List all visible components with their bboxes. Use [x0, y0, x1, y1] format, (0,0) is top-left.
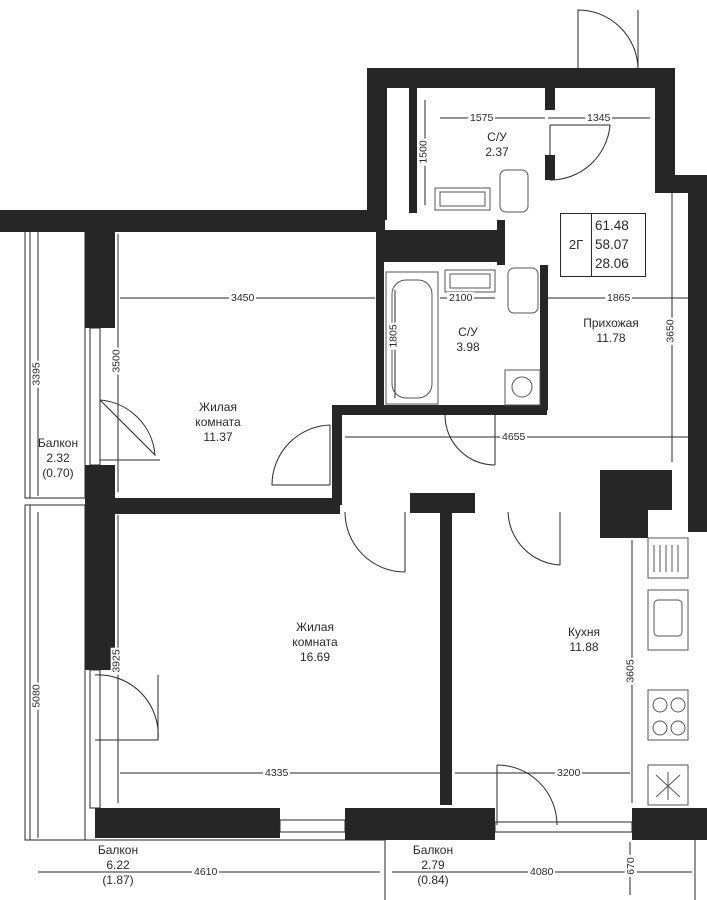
- dim-1805: 1805: [387, 322, 400, 350]
- dim-4655: 4655: [500, 431, 528, 443]
- dim-4335: 4335: [263, 767, 291, 779]
- dim-3605: 3605: [624, 657, 637, 685]
- room-name: С/У: [487, 130, 507, 144]
- room-name-line2: комната: [195, 415, 241, 429]
- balcony-1: Балкон 2.32 (0.70): [38, 436, 78, 481]
- dim-3200: 3200: [555, 767, 583, 779]
- room-name: Прихожая: [583, 316, 639, 330]
- room-area: 11.88: [569, 640, 599, 654]
- dim-4610: 4610: [192, 866, 220, 878]
- dim-2100: 2100: [447, 292, 475, 304]
- room-name: Балкон: [97, 843, 139, 857]
- room-reduced-area: (0.84): [417, 873, 449, 887]
- room-reduced-area: (0.70): [42, 466, 74, 480]
- total-area: 61.48: [595, 218, 629, 233]
- room-name: Балкон: [412, 843, 454, 857]
- dim-4080: 4080: [528, 866, 556, 878]
- room-area: 11.37: [203, 430, 233, 444]
- walls: [0, 68, 707, 840]
- room-bath-small: С/У 2.37: [485, 130, 508, 160]
- room-area: 2.32: [46, 451, 70, 465]
- room-name-line2: комната: [292, 635, 338, 649]
- room-name: Балкон: [37, 436, 79, 450]
- balcony-3: Балкон 2.79 (0.84): [413, 843, 453, 888]
- room-kitchen: Кухня 11.88: [568, 625, 600, 655]
- room-hall: Прихожая 11.78: [583, 316, 639, 346]
- living-area-total: 58.07: [595, 237, 629, 252]
- room-name-line1: Жилая: [199, 400, 237, 414]
- apartment-type: 2Г: [561, 214, 592, 276]
- room-area: 6.22: [106, 858, 130, 872]
- fixtures: [385, 169, 689, 806]
- dim-670: 670: [624, 855, 637, 877]
- dim-3450: 3450: [229, 292, 257, 304]
- windows: [89, 327, 633, 833]
- living-area: 28.06: [595, 256, 629, 271]
- balcony-2: Балкон 6.22 (1.87): [98, 843, 138, 888]
- room-area: 11.78: [596, 331, 626, 345]
- room-name: С/У: [458, 325, 478, 339]
- dim-1865: 1865: [605, 292, 633, 304]
- room-area: 2.79: [421, 858, 445, 872]
- dim-3500: 3500: [110, 347, 123, 375]
- dim-3395: 3395: [30, 360, 43, 388]
- room-name: Кухня: [567, 625, 601, 639]
- dim-3650: 3650: [664, 317, 677, 345]
- area-summary-box: 2Г 61.48 58.07 28.06: [560, 213, 646, 277]
- dim-5080: 5080: [30, 682, 43, 710]
- room-area: 3.98: [456, 340, 480, 354]
- room-reduced-area: (1.87): [102, 873, 134, 887]
- dim-1345: 1345: [585, 112, 613, 124]
- dim-3925: 3925: [110, 647, 123, 675]
- doors: [94, 9, 639, 826]
- room-bath-large: С/У 3.98: [456, 325, 479, 355]
- room-living-2: Жилая комната 16.69: [292, 620, 337, 665]
- room-area: 16.69: [299, 650, 331, 664]
- room-area: 2.37: [485, 145, 509, 159]
- dim-1575: 1575: [468, 112, 496, 124]
- room-name-line1: Жилая: [296, 620, 334, 634]
- dim-1500: 1500: [417, 138, 430, 166]
- room-living-1: Жилая комната 11.37: [195, 400, 240, 445]
